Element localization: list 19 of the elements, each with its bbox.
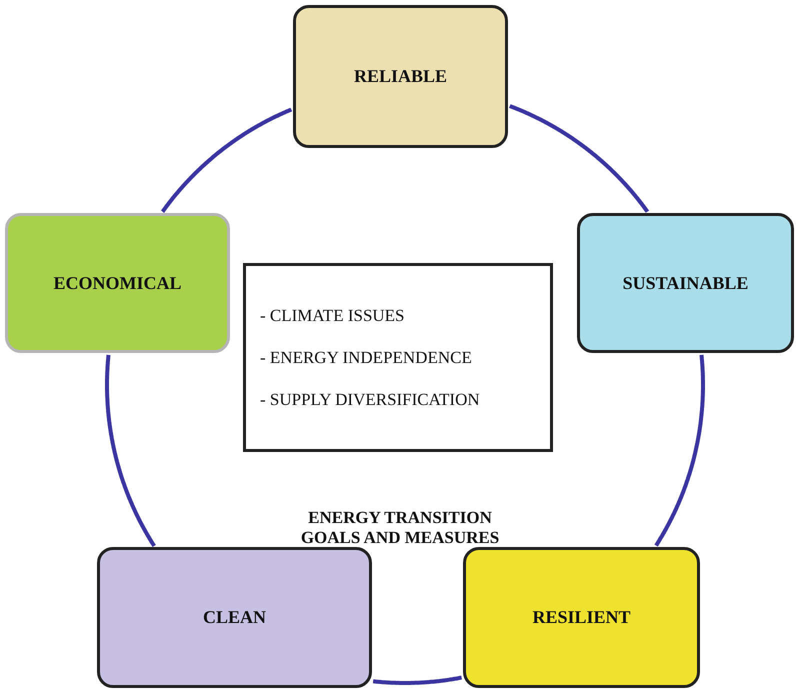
goal-box: [577, 213, 794, 353]
goal-label: CLEAN: [202, 607, 266, 628]
goal-box: [293, 5, 508, 148]
goal-label: RELIABLE: [354, 66, 448, 87]
goal-label: SUSTAINABLE: [622, 272, 748, 294]
bullet-text: - CLIMATE ISSUES: [260, 306, 405, 326]
goal-box: [5, 213, 230, 353]
text-box: [243, 263, 553, 452]
bullet-text: - SUPPLY DIVERSIFICATION: [260, 390, 480, 410]
goal-box: [97, 547, 372, 688]
connector-arc: [508, 104, 650, 213]
bullet-text: - ENERGY INDEPENDENCE: [260, 348, 472, 368]
goal-box: [463, 547, 700, 688]
goal-label: RESILIENT: [532, 607, 631, 628]
connector-arc: [105, 354, 156, 548]
connector-arc: [654, 354, 705, 547]
diagram-heading: ENERGY TRANSITION GOALS AND MEASURES: [300, 508, 500, 549]
goal-label: ECONOMICAL: [53, 272, 182, 294]
connector-arc: [372, 676, 463, 685]
